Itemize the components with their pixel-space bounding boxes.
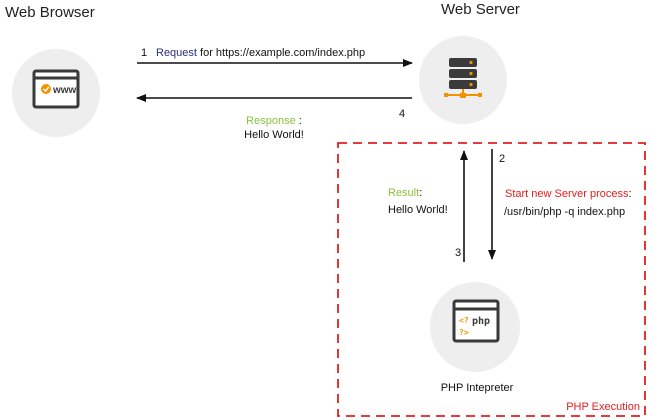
result-colon: : [419,187,422,199]
step-4-number: 4 [399,108,405,120]
result-detail: Hello World! [388,204,448,216]
browser-icon-text: www. [52,85,79,96]
php-execution-region [337,142,646,417]
step-1-number: 1 [141,47,147,59]
response-label: Response : [246,115,302,127]
response-colon: : [296,115,302,127]
browser-title: Web Browser [5,4,95,21]
spawn-colon: : [629,188,632,200]
php-window-icon: <? php ?> [452,299,500,343]
spawn-detail: /usr/bin/php -q index.php [504,206,625,218]
request-label: Request for https://example.com/index.ph… [156,47,365,59]
response-detail: Hello World! [244,129,304,141]
result-label: Result: [388,187,422,199]
browser-node: www. [12,49,100,137]
php-icon-open-tag: <? [459,316,469,325]
spawn-label: Start new Server process: [505,188,632,200]
server-title: Web Server [441,1,520,18]
request-keyword: Request [156,47,197,59]
step-3-number: 3 [455,247,461,259]
response-keyword: Response [246,115,296,127]
php-icon-close-tag: ?> [459,328,469,337]
php-interpreter-label: PHP Intepreter [441,382,514,394]
step-2-number: 2 [499,153,505,165]
result-keyword: Result [388,187,419,199]
php-execution-label: PHP Execution [566,401,640,413]
spawn-keyword: Start new Server process [505,188,629,200]
server-rack-icon [444,58,482,98]
php-icon-text: php [472,316,490,327]
request-url-text: for https://example.com/index.php [197,47,365,59]
browser-window-icon: www. [32,69,80,109]
server-node [419,36,507,124]
php-interpreter-node: <? php ?> [430,282,520,372]
